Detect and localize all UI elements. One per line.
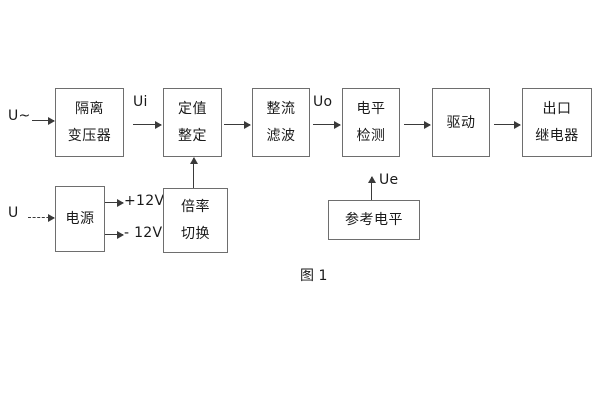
signal-label-ue: Ue — [379, 172, 399, 188]
arrow-input-ac-to-isolation-transformer — [32, 116, 55, 125]
arrow-ratio-switch-to-setting-value — [189, 157, 198, 188]
arrow-drive-to-output-relay — [494, 120, 521, 129]
signal-label-input-dc: U — [8, 205, 19, 221]
arrow-rectify-filter-to-level-detection — [313, 120, 341, 129]
block-power-supply-line1: 电源 — [65, 211, 95, 227]
block-level-detection-line2: 检测 — [356, 128, 386, 144]
block-level-detection: 电平 检测 — [342, 88, 400, 157]
block-reference-level: 参考电平 — [328, 200, 420, 240]
signal-label-input-ac: U~ — [8, 108, 31, 124]
block-isolation-transformer: 隔离 变压器 — [55, 88, 124, 157]
signal-label-positive-12v: +12V — [124, 193, 165, 209]
arrow-power-supply-negative-12v — [105, 230, 124, 239]
block-rectify-filter-line1: 整流 — [266, 101, 296, 117]
arrow-setting-value-to-rectify-filter — [224, 120, 251, 129]
block-drive-line1: 驱动 — [446, 114, 476, 131]
block-drive: 驱动 — [432, 88, 490, 157]
signal-label-uo: Uo — [313, 94, 333, 110]
block-setting-value-line1: 定值 — [178, 101, 207, 117]
block-output-relay-line2: 继电器 — [535, 128, 579, 144]
block-power-supply: 电源 — [55, 186, 105, 252]
figure-caption: 图 1 — [300, 268, 328, 284]
arrow-reference-level-to-level-detection — [367, 176, 376, 200]
block-rectify-filter: 整流 滤波 — [252, 88, 310, 157]
block-isolation-transformer-line1: 隔离 — [75, 101, 104, 117]
arrow-input-dc-to-power-supply — [28, 214, 55, 222]
arrow-level-detection-to-drive — [404, 120, 431, 129]
block-setting-value: 定值 整定 — [163, 88, 222, 157]
block-rectify-filter-line2: 滤波 — [266, 128, 296, 144]
signal-label-negative-12v: - 12V — [124, 225, 163, 241]
arrow-isolation-transformer-to-setting-value — [133, 120, 162, 129]
block-ratio-switch-line2: 切换 — [181, 226, 210, 242]
block-level-detection-line1: 电平 — [356, 101, 386, 117]
arrow-power-supply-positive-12v — [105, 198, 124, 207]
block-ratio-switch-line1: 倍率 — [181, 199, 210, 215]
block-output-relay: 出口 继电器 — [522, 88, 592, 157]
block-setting-value-line2: 整定 — [178, 128, 207, 144]
block-ratio-switch: 倍率 切换 — [163, 188, 228, 253]
signal-label-ui: Ui — [133, 94, 148, 110]
block-output-relay-line1: 出口 — [542, 101, 572, 117]
block-isolation-transformer-line2: 变压器 — [67, 128, 112, 144]
block-reference-level-line1: 参考电平 — [345, 212, 403, 228]
